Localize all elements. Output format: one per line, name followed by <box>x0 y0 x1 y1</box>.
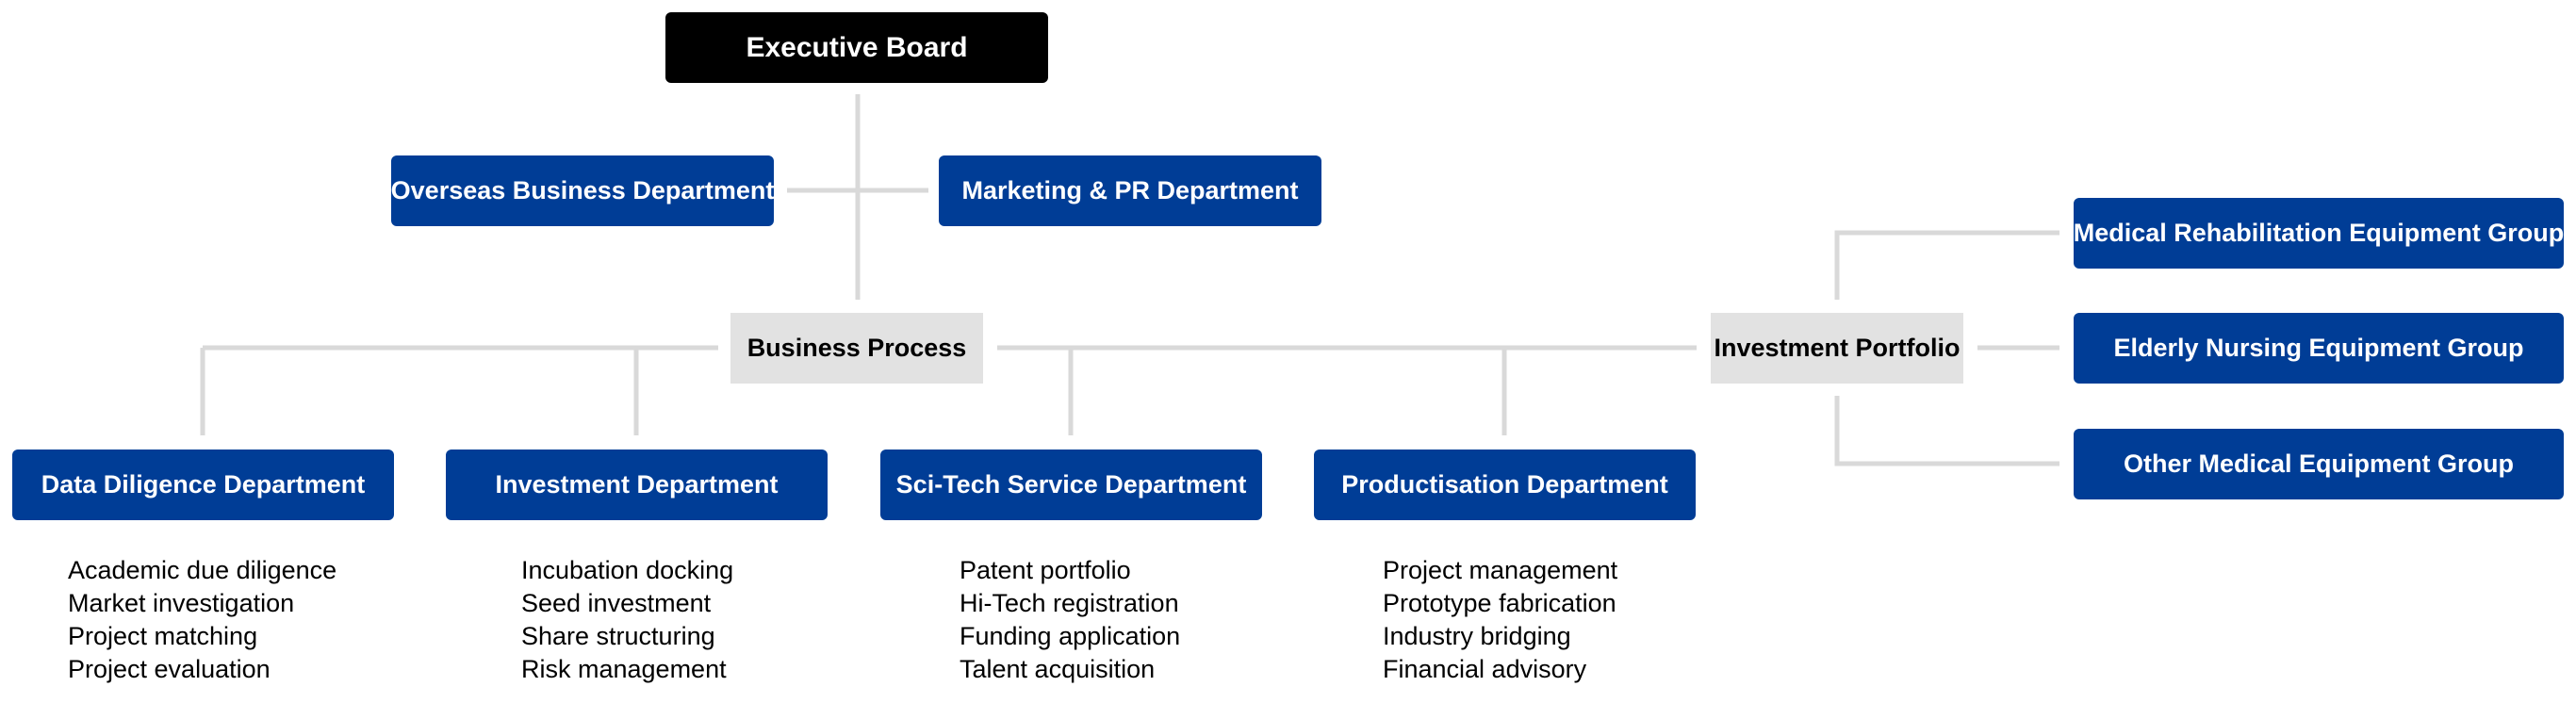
medical-rehabilitation-group-label: Medical Rehabilitation Equipment Group <box>2073 219 2565 247</box>
list-item: Funding application <box>960 622 1181 650</box>
medical-rehabilitation-group-box: Medical Rehabilitation Equipment Group <box>2074 198 2564 269</box>
other-medical-group-box: Other Medical Equipment Group <box>2074 429 2564 499</box>
list-item: Project matching <box>68 622 258 650</box>
investment-portfolio-box: Investment Portfolio <box>1711 313 1963 384</box>
executive-board-box: Executive Board <box>665 12 1048 83</box>
data-diligence-department-box: Data Diligence Department <box>12 450 394 520</box>
investment-task-list: Incubation docking Seed investment Share… <box>521 554 733 686</box>
data-diligence-task-list: Academic due diligence Market investigat… <box>68 554 336 686</box>
investment-department-label: Investment Department <box>495 470 779 499</box>
branch-medical-rehab <box>1834 230 2059 300</box>
investment-department-box: Investment Department <box>446 450 828 520</box>
other-medical-group-label: Other Medical Equipment Group <box>2123 450 2515 478</box>
list-item: Prototype fabrication <box>1383 589 1616 617</box>
marketing-pr-department-label: Marketing & PR Department <box>961 176 1299 204</box>
data-diligence-department-label: Data Diligence Department <box>41 470 366 499</box>
elderly-nursing-group-label: Elderly Nursing Equipment Group <box>2113 334 2524 362</box>
list-item: Patent portfolio <box>960 556 1131 584</box>
list-item: Financial advisory <box>1383 655 1587 683</box>
list-item: Seed investment <box>521 589 712 617</box>
list-item: Market investigation <box>68 589 295 617</box>
list-item: Academic due diligence <box>68 556 337 584</box>
scitech-service-department-box: Sci-Tech Service Department <box>880 450 1262 520</box>
list-item: Risk management <box>521 655 727 683</box>
productisation-department-label: Productisation Department <box>1341 470 1668 499</box>
marketing-pr-department-box: Marketing & PR Department <box>939 155 1321 226</box>
scitech-service-department-label: Sci-Tech Service Department <box>895 470 1247 499</box>
investment-portfolio-label: Investment Portfolio <box>1714 334 1961 362</box>
list-item: Talent acquisition <box>960 655 1156 683</box>
business-process-label: Business Process <box>747 334 967 362</box>
productisation-department-box: Productisation Department <box>1314 450 1696 520</box>
elderly-nursing-group-box: Elderly Nursing Equipment Group <box>2074 313 2564 384</box>
list-item: Project management <box>1383 556 1618 584</box>
executive-board-label: Executive Board <box>746 31 968 63</box>
list-item: Project evaluation <box>68 655 271 683</box>
productisation-task-list: Project management Prototype fabrication… <box>1383 554 1617 686</box>
branch-other-medical <box>1834 396 2059 466</box>
scitech-task-list: Patent portfolio Hi-Tech registration Fu… <box>960 554 1180 686</box>
overseas-business-department-box: Overseas Business Department <box>391 155 774 226</box>
list-item: Industry bridging <box>1383 622 1571 650</box>
list-item: Share structuring <box>521 622 715 650</box>
list-item: Incubation docking <box>521 556 734 584</box>
business-process-box: Business Process <box>730 313 983 384</box>
overseas-business-department-label: Overseas Business Department <box>390 176 775 204</box>
list-item: Hi-Tech registration <box>960 589 1179 617</box>
